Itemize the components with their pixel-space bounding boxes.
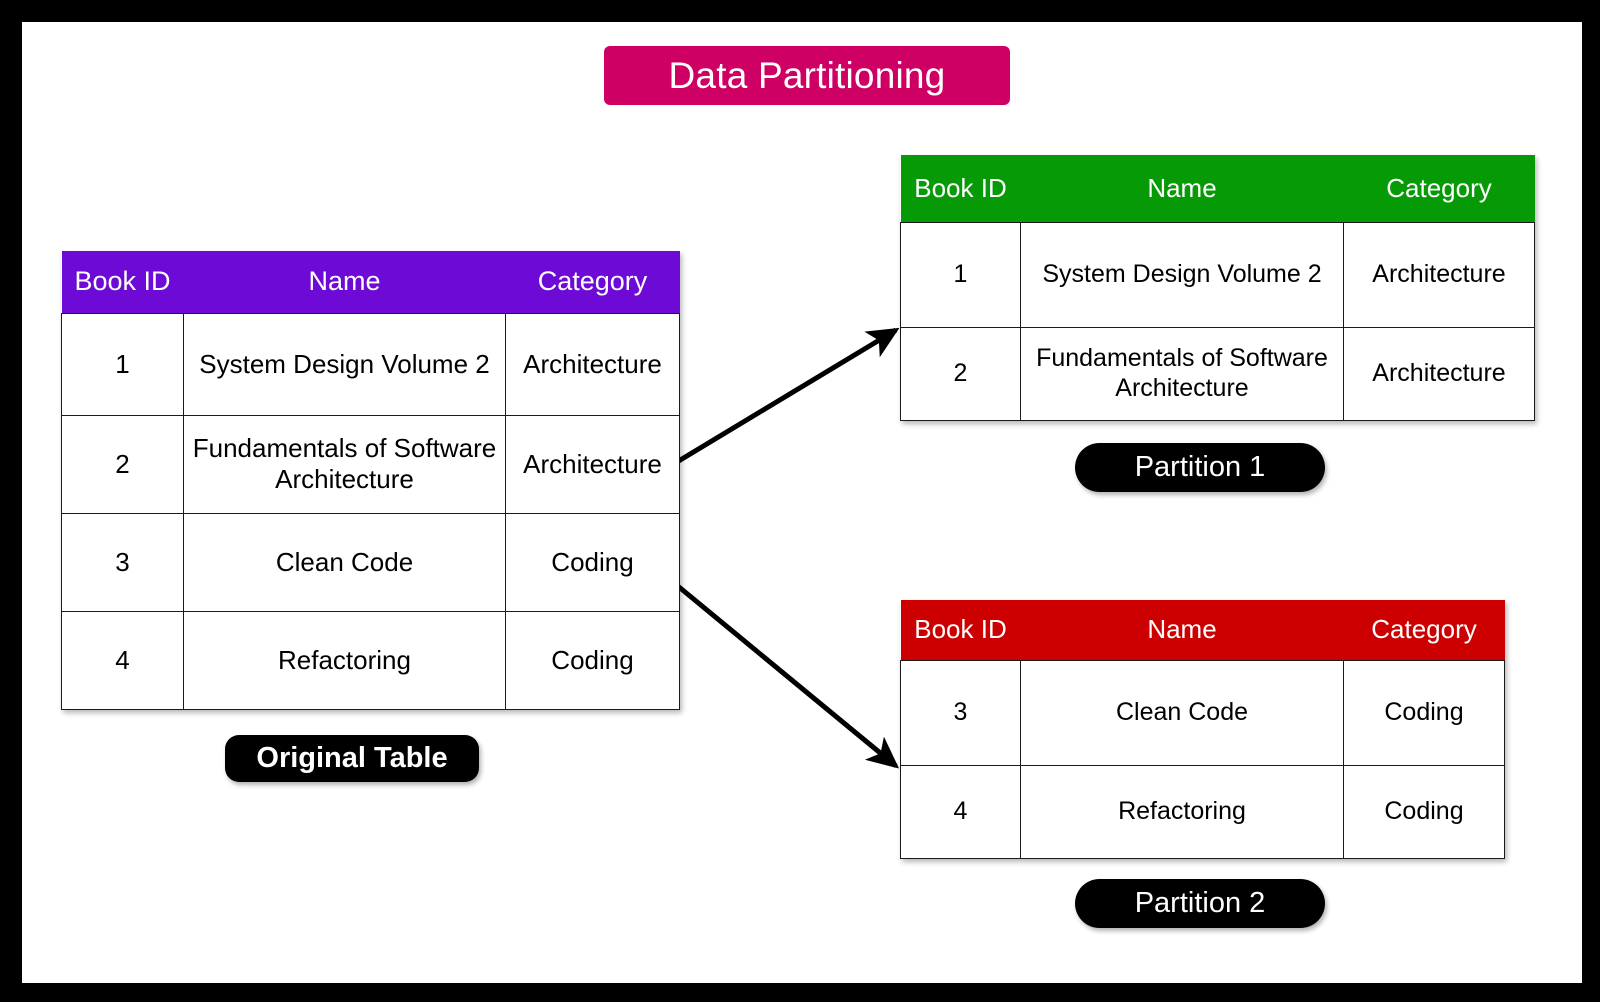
column-header-book-id: Book ID (914, 614, 1007, 645)
cell-category: Coding (505, 610, 680, 710)
arrow-to-partition-1 (660, 327, 900, 474)
table-row: 1 System Design Volume 2 Architecture (900, 221, 1535, 328)
cell-category: Coding (1343, 764, 1505, 859)
cell-category: Architecture (505, 414, 680, 514)
table-row: 3 Clean Code Coding (900, 659, 1505, 766)
original-table-label: Original Table (225, 735, 479, 782)
partition2-table-header: Book ID Name Category (900, 600, 1505, 660)
cell-category: Architecture (1343, 221, 1535, 328)
diagram-page: Data Partitioning Book ID Name Category (22, 22, 1582, 983)
column-header-category: Category (537, 266, 648, 297)
cell-book-id: 1 (900, 221, 1021, 328)
page-title: Data Partitioning (604, 46, 1010, 105)
arrow-to-partition-2 (660, 571, 900, 769)
column-header-name: Name (308, 266, 381, 297)
table-row: 2 Fundamentals of Software Architecture … (61, 414, 680, 514)
original-table-body: 1 System Design Volume 2 Architecture 2 … (61, 312, 680, 710)
table-row: 4 Refactoring Coding (61, 610, 680, 710)
cell-category: Architecture (1343, 326, 1535, 421)
original-table: Book ID Name Category 1 System Design Vo… (61, 251, 680, 710)
cell-name: Clean Code (183, 512, 506, 612)
cell-book-id: 3 (900, 659, 1021, 766)
column-header-name: Name (1147, 614, 1217, 645)
table-header-row: Book ID Name Category (900, 600, 1505, 660)
table-row: 2 Fundamentals of Software Architecture … (900, 326, 1535, 421)
cell-name: Refactoring (1020, 764, 1344, 859)
cell-book-id: 2 (61, 414, 184, 514)
partition2-table: Book ID Name Category 3 Clean Code Codin… (900, 600, 1505, 859)
cell-name: System Design Volume 2 (183, 312, 506, 416)
column-header-category: Category (1371, 614, 1477, 645)
column-header-name: Name (1147, 172, 1217, 203)
cell-name: Refactoring (183, 610, 506, 710)
partition1-table: Book ID Name Category 1 System Design Vo… (900, 155, 1535, 421)
table-row: 4 Refactoring Coding (900, 764, 1505, 859)
cell-book-id: 2 (900, 326, 1021, 421)
partition1-table-header: Book ID Name Category (900, 155, 1535, 222)
cell-name: System Design Volume 2 (1020, 221, 1344, 328)
cell-category: Architecture (505, 312, 680, 416)
column-header-book-id: Book ID (74, 266, 171, 297)
table-row: 1 System Design Volume 2 Architecture (61, 312, 680, 416)
cell-book-id: 3 (61, 512, 184, 612)
column-header-category: Category (1386, 172, 1492, 203)
original-table-header: Book ID Name Category (61, 251, 680, 313)
partition1-table-body: 1 System Design Volume 2 Architecture 2 … (900, 221, 1535, 421)
cell-category: Coding (505, 512, 680, 612)
partition2-label: Partition 2 (1075, 879, 1325, 928)
cell-name: Clean Code (1020, 659, 1344, 766)
table-row: 3 Clean Code Coding (61, 512, 680, 612)
partition2-table-body: 3 Clean Code Coding 4 Refactoring Coding (900, 659, 1505, 859)
column-header-book-id: Book ID (914, 172, 1007, 203)
cell-book-id: 4 (61, 610, 184, 710)
cell-book-id: 4 (900, 764, 1021, 859)
table-header-row: Book ID Name Category (900, 155, 1535, 222)
cell-name: Fundamentals of Software Architecture (183, 414, 506, 514)
cell-category: Coding (1343, 659, 1505, 766)
partition1-label: Partition 1 (1075, 443, 1325, 492)
table-header-row: Book ID Name Category (61, 251, 680, 313)
cell-name: Fundamentals of Software Architecture (1020, 326, 1344, 421)
cell-book-id: 1 (61, 312, 184, 416)
